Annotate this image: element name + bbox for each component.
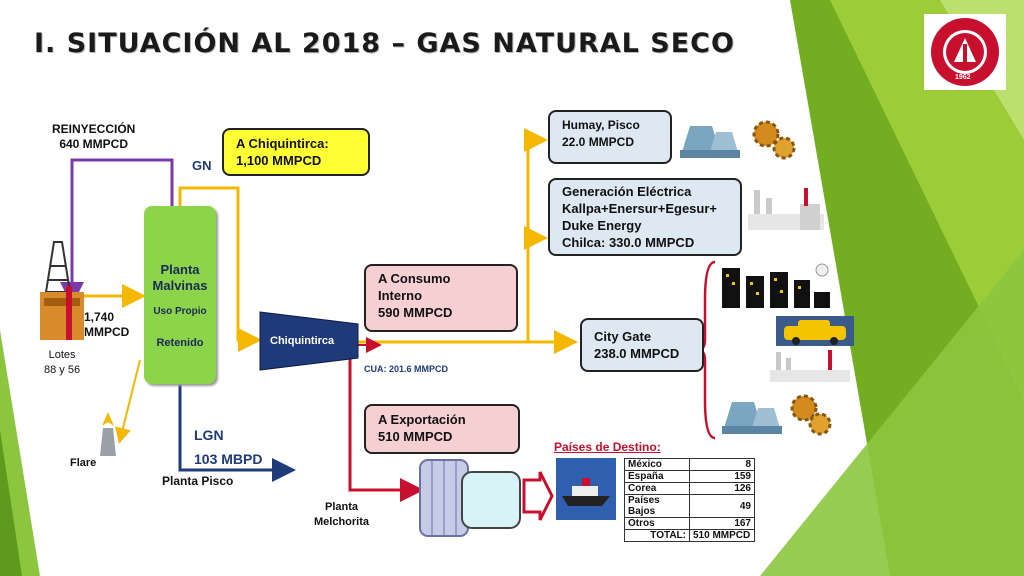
reinyeccion-value: 640 MMPCD <box>59 137 129 151</box>
exportacion-line1: A Exportación <box>378 412 466 427</box>
humay-line2: 22.0 MMPCD <box>562 135 635 149</box>
flare-label: Flare <box>70 457 97 469</box>
lng-tanks-icon <box>419 459 554 537</box>
uso-propio-label: Uso Propio <box>153 306 207 317</box>
total-valor: 510 MMPCD <box>689 529 755 542</box>
table-total-row: TOTAL:510 MMPCD <box>624 529 755 542</box>
gn-label: GN <box>192 158 212 173</box>
box-humay: Humay, Pisco 22.0 MMPCD <box>548 110 672 164</box>
right-green-triangle <box>760 250 1024 576</box>
box-city-gate: City Gate 238.0 MMPCD <box>580 318 704 372</box>
consumo-line3: 590 MMPCD <box>378 305 453 320</box>
city-gate-line2: 238.0 MMPCD <box>594 346 680 361</box>
generacion-line1: Generación Eléctrica <box>562 184 692 199</box>
generacion-line4: Chilca: 330.0 MMPCD <box>562 235 695 250</box>
melchorita-line2: Melchorita <box>314 516 370 528</box>
humay-line <box>524 128 548 342</box>
flare-line <box>115 359 141 444</box>
destino-valor: 167 <box>689 517 755 530</box>
left-green-corner-dark <box>0 430 22 576</box>
exportacion-line2: 510 MMPCD <box>378 429 453 444</box>
planta-malvinas: Planta Malvinas Uso Propio Retenido <box>144 206 216 384</box>
flare-icon <box>100 412 116 456</box>
industry-gears-icon <box>680 120 796 160</box>
humay-line1: Humay, Pisco <box>562 118 640 132</box>
right-green-band-light <box>830 0 1024 400</box>
reinyeccion-text: REINYECCIÓN <box>52 122 136 136</box>
city-gate-line1: City Gate <box>594 329 652 344</box>
gn-line <box>178 186 262 352</box>
paises-destino-title: Países de Destino: <box>554 440 661 454</box>
chiquintirca-label: Chiquintirca <box>270 335 335 347</box>
destino-pais: Países Bajos <box>624 494 690 518</box>
total-label: TOTAL: <box>624 529 690 542</box>
lgn-label: LGN <box>194 427 224 443</box>
lotes-value: 1,740 MMPCD <box>84 310 129 340</box>
lotes-value-unit: MMPCD <box>84 325 130 339</box>
consumo-line1: A Consumo <box>378 271 451 286</box>
reinyeccion-line <box>60 158 174 306</box>
lotes-name: Lotes 88 y 56 <box>44 348 80 378</box>
box-consumo: A Consumo Interno 590 MMPCD <box>364 264 518 332</box>
destino-pais: Otros <box>624 517 690 530</box>
industry-gears-bottom-icon <box>722 394 832 436</box>
logo-year: 1962 <box>955 74 971 81</box>
page-title: I. SITUACIÓN AL 2018 – GAS NATURAL SECO <box>34 28 735 59</box>
city-buildings-icon <box>722 263 830 308</box>
malvinas-line2: Malvinas <box>152 278 208 293</box>
consumo-line2: Interno <box>378 288 423 303</box>
malvinas-line1: Planta <box>160 262 200 277</box>
lotes-name-line2: 88 y 56 <box>44 364 81 376</box>
destino-valor: 8 <box>689 458 755 471</box>
box-a-chiquintirca: A Chiquintirca: 1,100 MMPCD <box>222 128 370 176</box>
melchorita-line1: Planta <box>325 501 359 513</box>
destino-pais: Corea <box>624 482 690 495</box>
generacion-line3: Duke Energy <box>562 218 642 233</box>
box-generacion: Generación Eléctrica Kallpa+Enersur+Eges… <box>548 178 742 256</box>
lgn-line <box>178 384 296 482</box>
lgn-value: 103 MBPD <box>194 451 263 467</box>
lng-ship-icon <box>556 458 616 520</box>
destino-pais: España <box>624 470 690 483</box>
lotes-value-number: 1,740 <box>84 310 115 324</box>
destino-valor: 126 <box>689 482 755 495</box>
generacion-line2: Kallpa+Enersur+Egesur+ <box>562 201 717 216</box>
destino-pais: México <box>624 458 690 471</box>
taxi-icon <box>776 316 854 346</box>
reinyeccion-label: REINYECCIÓN 640 MMPCD <box>52 122 135 152</box>
power-plant-small-icon <box>770 350 850 382</box>
melchorita-label: Planta Melchorita <box>314 500 369 530</box>
a-chiquintirca-line1: A Chiquintirca: <box>236 136 329 151</box>
export-line <box>348 342 424 502</box>
destino-valor: 159 <box>689 470 755 483</box>
oil-well-icon <box>40 241 84 340</box>
cip-logo-icon <box>931 18 999 86</box>
power-plant-icon <box>748 188 824 230</box>
cua-label: CUA: 201.6 MMPCD <box>364 364 449 374</box>
logo: 1962 <box>924 14 1006 90</box>
lotes-name-line1: Lotes <box>48 349 76 361</box>
retenido-label: Retenido <box>156 337 204 349</box>
a-chiquintirca-line2: 1,100 MMPCD <box>236 153 322 168</box>
destino-valor: 49 <box>689 494 755 518</box>
chiquintirca-node <box>259 311 359 371</box>
planta-pisco-label: Planta Pisco <box>162 474 234 488</box>
box-exportacion: A Exportación 510 MMPCD <box>364 404 520 454</box>
